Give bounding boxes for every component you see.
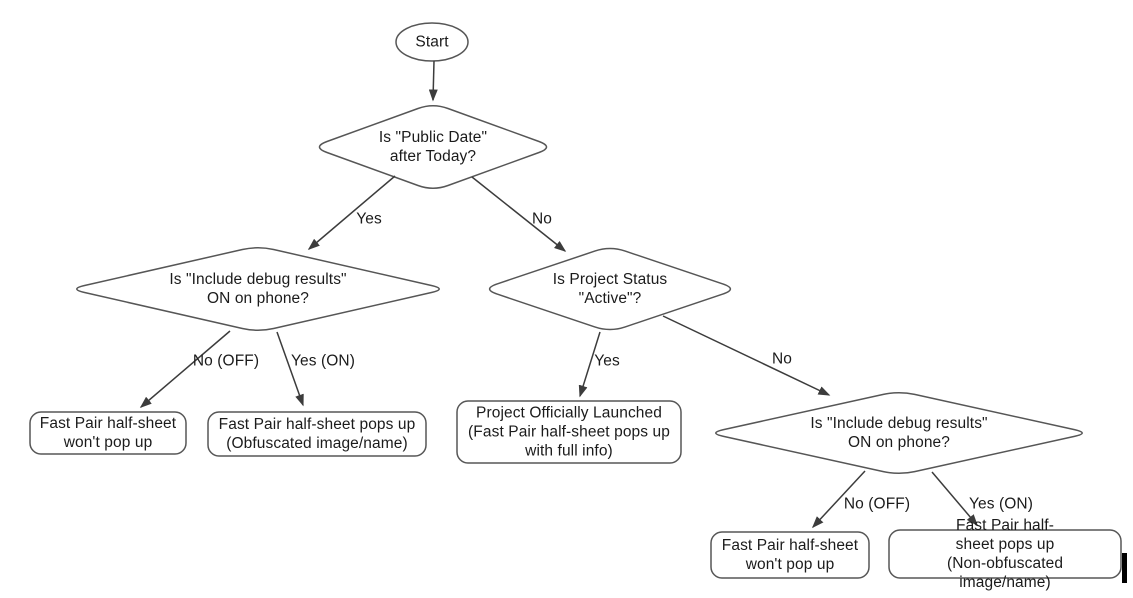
text-caret — [1122, 553, 1127, 583]
node-shape-no-popup-left — [29, 411, 187, 455]
node-label-debug-left: Is "Include debug results" ON on phone? — [169, 271, 347, 307]
edge-label-project-status-to-launched: Yes — [594, 352, 620, 370]
node-shape-project-status — [488, 247, 732, 331]
node-shape-no-popup-right — [710, 531, 870, 579]
node-label-launched: Project Officially Launched (Fast Pair h… — [468, 404, 670, 460]
node-shape-debug-right — [715, 391, 1083, 475]
node-label-debug-right: Is "Include debug results" ON on phone? — [810, 415, 988, 451]
node-shape-start — [395, 22, 469, 62]
node-shape-popup-obfuscated — [207, 411, 427, 457]
node-shape-popup-non-obfuscated — [888, 529, 1122, 579]
edge-project-status-to-launched — [578, 331, 601, 398]
edge-debug-left-to-no-popup-left — [139, 330, 231, 408]
node-label-start: Start — [415, 33, 449, 51]
node-shape-debug-left — [76, 247, 440, 331]
node-label-popup-non-obfuscated: Fast Pair half-sheet pops up (Non-obfusc… — [946, 517, 1064, 591]
edge-public-date-to-project-status — [471, 176, 567, 252]
node-shape-public-date — [318, 105, 548, 189]
node-label-popup-obfuscated: Fast Pair half-sheet pops up (Obfuscated… — [218, 416, 416, 452]
edge-public-date-to-debug-left — [307, 175, 396, 250]
edge-label-public-date-to-project-status: No — [531, 210, 553, 228]
edge-debug-right-to-no-popup-right — [811, 470, 866, 529]
node-label-public-date: Is "Public Date" after Today? — [378, 129, 488, 165]
node-shape-launched — [456, 400, 682, 464]
edge-label-debug-right-to-popup-non-obfuscated: Yes (ON) — [969, 495, 1033, 513]
edge-project-status-to-debug-right — [662, 315, 831, 396]
edge-debug-right-to-popup-non-obfuscated — [931, 471, 978, 527]
edge-debug-left-to-popup-obfuscated — [276, 331, 304, 407]
node-label-no-popup-left: Fast Pair half-sheet won't pop up — [39, 415, 177, 451]
edge-label-debug-left-to-popup-obfuscated: Yes (ON) — [291, 352, 355, 370]
node-label-project-status: Is Project Status "Active"? — [552, 271, 668, 307]
node-label-no-popup-right: Fast Pair half-sheet won't pop up — [721, 537, 859, 573]
edge-label-debug-left-to-no-popup-left: No (OFF) — [192, 352, 260, 370]
edge-label-public-date-to-debug-left: Yes — [356, 210, 382, 228]
edge-start-to-public-date — [428, 60, 438, 102]
edge-label-debug-right-to-no-popup-right: No (OFF) — [843, 495, 911, 513]
edge-label-project-status-to-debug-right: No — [771, 350, 793, 368]
